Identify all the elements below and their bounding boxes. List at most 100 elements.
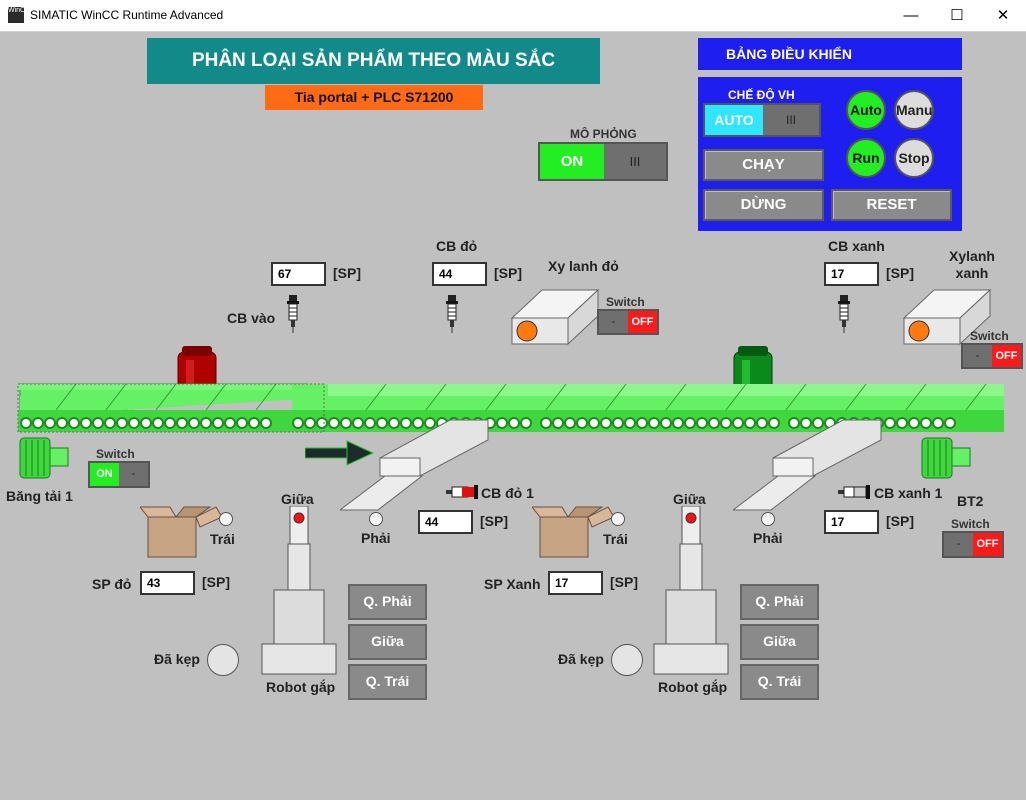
manu-indicator: Manu <box>894 90 934 130</box>
red-count-unit: [SP] <box>202 574 230 590</box>
cylinder-green-switch-dash: - <box>963 345 992 367</box>
green-robot-icon <box>653 506 729 675</box>
cb-vao-unit: [SP] <box>333 265 361 281</box>
belt1-switch-dash: - <box>119 463 148 486</box>
stop-indicator: Stop <box>894 138 934 178</box>
sensor-icon <box>838 485 870 499</box>
control-panel: CHẾ ĐỘ VH AUTO III Auto Manu Run Stop CH… <box>698 77 962 231</box>
auto-indicator: Auto <box>846 90 886 130</box>
green-count-unit: [SP] <box>610 574 638 590</box>
sensor-icon <box>838 295 850 333</box>
cb-do-1-unit: [SP] <box>480 513 508 529</box>
start-button[interactable]: CHẠY <box>703 149 824 181</box>
belt2-label: BT2 <box>957 493 984 509</box>
window-title: SIMATIC WinCC Runtime Advanced <box>30 8 224 22</box>
cb-do-label: CB đỏ <box>436 238 478 254</box>
belt1-label: Băng tải 1 <box>6 488 73 504</box>
cylinder-red-switch-label: Switch <box>606 295 645 309</box>
red-robot-icon <box>261 506 337 675</box>
green-right-indicator <box>761 512 775 526</box>
cb-do-1-count: 44 <box>418 510 473 534</box>
window-titlebar: WinCC SIMATIC WinCC Runtime Advanced — ☐… <box>0 0 1026 32</box>
maximize-button[interactable]: ☐ <box>950 7 964 24</box>
red-move-left-button[interactable]: Q. Trái <box>348 664 427 700</box>
red-left-indicator <box>219 512 233 526</box>
green-move-left-button[interactable]: Q. Trái <box>740 664 819 700</box>
belt2-switch[interactable]: - OFF <box>942 531 1004 558</box>
cylinder-green-switch[interactable]: - OFF <box>961 343 1023 369</box>
motor-bt1-icon <box>19 437 69 479</box>
cylinder-green-state: OFF <box>992 345 1021 367</box>
green-robot-label: Robot gắp <box>658 679 728 695</box>
green-mid-label: Giữa <box>673 491 706 507</box>
cb-xanh-unit: [SP] <box>886 265 914 281</box>
wincc-logo-icon: WinCC <box>8 7 30 23</box>
red-move-right-button[interactable]: Q. Phải <box>348 584 427 620</box>
red-right-indicator <box>369 512 383 526</box>
cb-xanh-1-label: CB xanh 1 <box>874 485 943 501</box>
belt2-switch-label: Switch <box>951 517 990 531</box>
cylinder-red-icon <box>510 288 600 346</box>
green-box-icon <box>532 506 615 558</box>
mode-value: AUTO <box>705 105 763 135</box>
direction-arrow-icon <box>305 440 375 466</box>
cylinder-red-switch[interactable]: - OFF <box>597 309 659 335</box>
cb-vao-count: 67 <box>271 262 326 286</box>
simulation-label: MÔ PHỎNG <box>570 127 637 141</box>
cb-do-unit: [SP] <box>494 265 522 281</box>
sensor-icon <box>446 295 458 333</box>
cb-do-count: 44 <box>432 262 487 286</box>
mode-grip-icon: III <box>763 105 819 135</box>
mode-label: CHẾ ĐỘ VH <box>728 88 795 102</box>
red-right-label: Phải <box>361 530 391 546</box>
cb-xanh-label: CB xanh <box>828 238 885 254</box>
cylinder-red-label: Xy lanh đỏ <box>548 258 619 274</box>
page-title: PHÂN LOẠI SẢN PHẨM THEO MÀU SẮC <box>147 38 600 84</box>
red-gripped-label: Đã kẹp <box>154 651 200 667</box>
page-subtitle: Tia portal + PLC S71200 <box>265 85 483 110</box>
green-left-indicator <box>611 512 625 526</box>
red-gripped-indicator <box>207 644 239 676</box>
simulation-value: ON <box>540 144 604 179</box>
cb-xanh-1-count: 17 <box>824 510 879 534</box>
close-button[interactable]: ✕ <box>996 7 1010 24</box>
green-move-right-button[interactable]: Q. Phải <box>740 584 819 620</box>
green-chute-icon <box>733 419 882 511</box>
minimize-button[interactable]: — <box>903 7 919 24</box>
red-box-icon <box>140 506 223 558</box>
motor-bt2-icon <box>921 437 971 479</box>
red-count-label: SP đỏ <box>92 576 132 592</box>
green-gripped-label: Đã kẹp <box>558 651 604 667</box>
cylinder-green-switch-label: Switch <box>970 329 1009 343</box>
cylinder-green-label: Xylanh xanh <box>949 248 995 281</box>
simulation-grip-icon: III <box>604 144 666 179</box>
cylinder-green-icon <box>902 288 992 346</box>
cb-vao-label: CB vào <box>227 310 276 326</box>
belt2-switch-dash: - <box>944 533 973 556</box>
red-mid-label: Giữa <box>281 491 314 507</box>
green-move-mid-button[interactable]: Giữa <box>740 624 819 660</box>
simulation-toggle[interactable]: ON III <box>538 142 668 181</box>
belt1-switch-label: Switch <box>96 447 135 461</box>
green-gripped-indicator <box>611 644 643 676</box>
green-right-label: Phải <box>753 530 783 546</box>
cb-xanh-count: 17 <box>824 262 879 286</box>
red-move-mid-button[interactable]: Giữa <box>348 624 427 660</box>
cylinder-red-state: OFF <box>628 311 657 333</box>
belt1-switch[interactable]: ON - <box>88 461 150 488</box>
cb-do-1-label: CB đỏ 1 <box>481 485 534 501</box>
run-indicator: Run <box>846 138 886 178</box>
belt2-state: OFF <box>973 533 1002 556</box>
red-chute-icon <box>340 419 489 511</box>
green-count: 17 <box>548 571 603 595</box>
sensor-icon <box>287 295 299 333</box>
reset-button[interactable]: RESET <box>831 189 952 221</box>
green-left-label: Trái <box>603 531 628 547</box>
red-left-label: Trái <box>210 531 235 547</box>
stop-button[interactable]: DỪNG <box>703 189 824 221</box>
cb-xanh-1-unit: [SP] <box>886 513 914 529</box>
red-robot-label: Robot gắp <box>266 679 336 695</box>
green-count-label: SP Xanh <box>484 576 541 592</box>
mode-toggle[interactable]: AUTO III <box>703 103 821 137</box>
red-sensor-icon <box>446 485 478 499</box>
